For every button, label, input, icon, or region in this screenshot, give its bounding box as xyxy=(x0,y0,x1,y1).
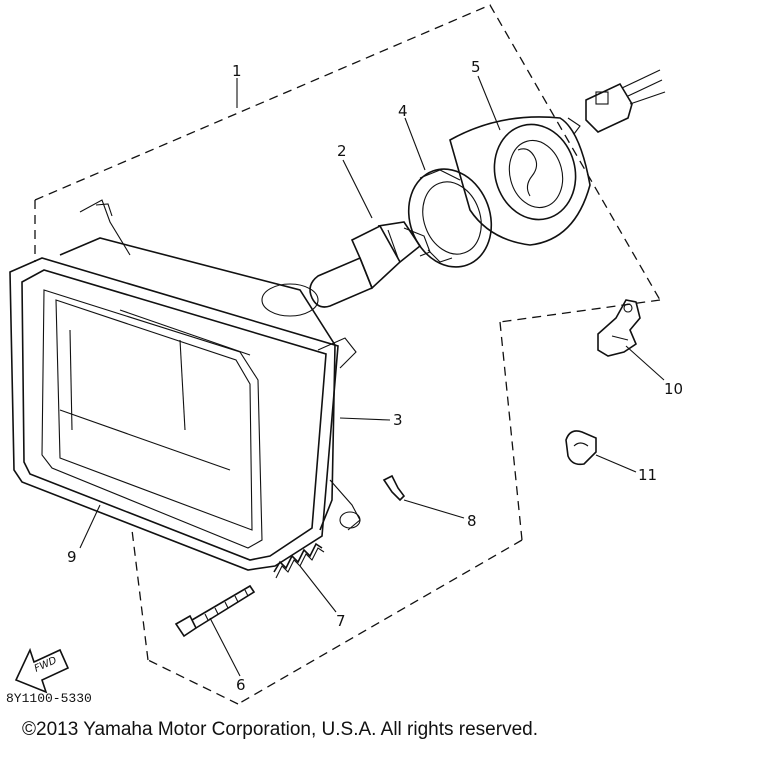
headlight-cover xyxy=(449,116,591,246)
leader-lines xyxy=(79,75,665,677)
headlight-bulb xyxy=(309,221,431,308)
callout-5: 5 xyxy=(471,58,481,76)
headlight-rim xyxy=(9,257,339,571)
callout-4: 4 xyxy=(398,102,408,120)
clamp xyxy=(597,299,641,357)
assembly-boundary xyxy=(34,4,661,705)
screw xyxy=(174,584,256,638)
part-code: 8Y1100-5330 xyxy=(6,691,92,706)
callout-6: 6 xyxy=(236,676,246,694)
callout-2: 2 xyxy=(337,142,347,160)
wiring-connector xyxy=(585,69,666,133)
fwd-label: FWD xyxy=(33,655,59,675)
headlight-housing xyxy=(59,199,361,531)
callout-8: 8 xyxy=(467,512,477,530)
bulb-holder xyxy=(407,168,493,268)
callout-1: 1 xyxy=(232,62,242,80)
callout-7: 7 xyxy=(336,612,346,630)
callout-9: 9 xyxy=(67,548,77,566)
callout-3: 3 xyxy=(393,411,403,429)
callout-10: 10 xyxy=(664,380,683,398)
clip xyxy=(565,430,597,466)
fwd-arrow-icon: FWD xyxy=(14,647,70,694)
pin xyxy=(382,474,406,502)
copyright-notice: ©2013 Yamaha Motor Corporation, U.S.A. A… xyxy=(22,719,538,740)
callout-11: 11 xyxy=(638,466,657,484)
